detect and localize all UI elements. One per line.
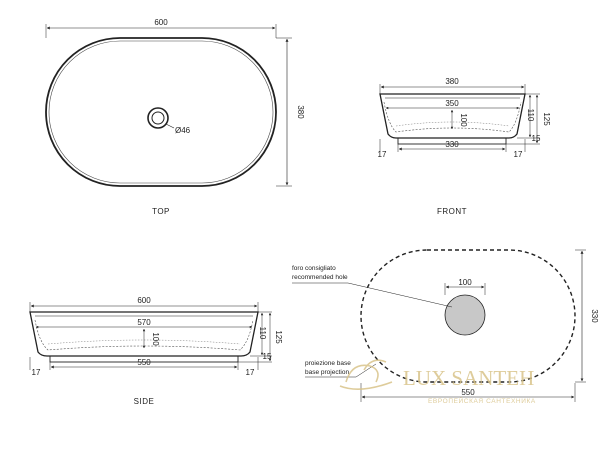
side-inner-depth: 100 <box>151 332 160 346</box>
base-note-it: proiezione base <box>305 360 351 367</box>
recommended-hole <box>444 294 486 336</box>
side-inner-width: 570 <box>137 318 151 327</box>
front-height-b: 125 <box>542 112 551 126</box>
basin-top-outline <box>45 37 277 187</box>
base-depth-label: 330 <box>590 309 599 323</box>
front-view-label: FRONT <box>437 207 467 216</box>
side-right-offset: 17 <box>246 368 255 377</box>
watermark-brand: LUX SANTEH <box>403 366 534 390</box>
front-basin-outline <box>379 93 526 139</box>
base-note-en: base projection <box>305 369 349 376</box>
side-height-a: 110 <box>258 327 267 340</box>
base-projection-outline <box>360 249 576 383</box>
side-view-label: SIDE <box>134 397 155 406</box>
hole-note-en: recommended hole <box>292 274 348 281</box>
front-view: 380 350 100 330 17 17 110 125 15 FRONT <box>378 77 551 216</box>
side-basin-outline <box>29 311 259 357</box>
basin-top-inner-rim <box>48 40 274 184</box>
side-left-offset: 17 <box>32 368 41 377</box>
installation-view: 100 foro consigliato recommended hole pr… <box>292 249 599 402</box>
swan-logo-icon <box>339 359 393 390</box>
top-view: Ø46 600 380 TOP <box>45 18 305 216</box>
front-base-height: 15 <box>532 134 541 143</box>
front-left-offset: 17 <box>378 150 387 159</box>
front-base <box>397 137 507 145</box>
hole-size-label: 100 <box>458 278 472 287</box>
side-base-height: 15 <box>263 352 272 361</box>
top-width-label: 600 <box>154 18 168 27</box>
side-base-width: 550 <box>137 358 151 367</box>
front-top-width: 380 <box>445 77 459 86</box>
front-base-width: 330 <box>445 140 459 149</box>
top-depth-label: 380 <box>296 105 305 119</box>
front-inner-depth: 100 <box>459 113 468 127</box>
drain-outer-ring <box>147 107 169 129</box>
front-inner-width: 350 <box>445 99 459 108</box>
watermark: LUX SANTEH ЕВРОПЕЙСКАЯ САНТЕХНИКА <box>339 359 536 405</box>
front-right-offset: 17 <box>514 150 523 159</box>
hole-note-it: foro consigliato <box>292 265 336 272</box>
drain-inner-ring <box>151 111 165 125</box>
top-view-label: TOP <box>152 207 170 216</box>
side-height-b: 125 <box>274 330 283 344</box>
side-base <box>49 355 239 363</box>
side-view: 600 570 100 550 17 17 110 125 15 SIDE <box>29 296 283 406</box>
front-height-a: 110 <box>526 109 535 122</box>
drain-diameter-label: Ø46 <box>175 126 191 135</box>
base-length-label: 550 <box>461 388 475 397</box>
watermark-tagline: ЕВРОПЕЙСКАЯ САНТЕХНИКА <box>428 396 536 405</box>
side-top-width: 600 <box>137 296 151 305</box>
